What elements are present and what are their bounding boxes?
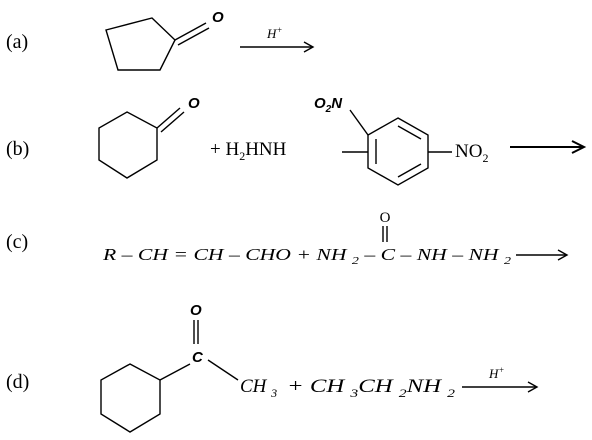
para-no2-group: NO2: [455, 141, 488, 165]
ring-carbonyl-bond: [159, 363, 191, 381]
aromatic-inner-bond-1: [397, 125, 422, 140]
label-a: (a): [6, 31, 28, 53]
reaction-a: (a) O H+: [6, 9, 315, 71]
ortho-no2-group: O2N: [314, 95, 343, 115]
oxygen-a: O: [212, 9, 224, 26]
arrow-head-a: [303, 41, 315, 53]
reaction-d: (d) C O CH 3 + CH 3CH 2NH 2 H+: [6, 302, 539, 433]
reaction-b: (b) O + H2HNH O2N NO2: [6, 95, 587, 186]
carbonyl-methyl-bond: [207, 359, 239, 381]
cyclohexanone-ring: [98, 111, 158, 179]
methyl-group-d: CH 3: [240, 376, 277, 400]
carbonyl-bond-b1: [156, 107, 181, 129]
label-c: (c): [6, 231, 28, 253]
arrow-head-d: [527, 381, 539, 393]
dinitrophenyl-ring: [367, 117, 429, 186]
arrow-head-c: [557, 249, 569, 261]
oxygen-b: O: [188, 95, 200, 112]
aromatic-inner-bond-2: [397, 163, 422, 178]
oxygen-c: O: [380, 210, 391, 226]
arrow-label-d: H+: [488, 365, 504, 381]
carbon-d: C: [192, 349, 204, 366]
oxygen-d: O: [190, 302, 202, 319]
hydrazine-reagent: + H2HNH: [210, 139, 287, 163]
cyclopentanone-ring: [105, 17, 176, 71]
label-d: (d): [6, 371, 29, 393]
ortho-no2-bond: [349, 109, 369, 136]
arrow-label-a: H+: [266, 25, 282, 41]
carbonyl-bond-a1: [174, 22, 207, 41]
arrow-head-b: [571, 140, 587, 154]
label-b: (b): [6, 138, 29, 160]
carbonyl-bond-b2: [160, 111, 185, 133]
ethylamine-reagent: + CH 3CH 2NH 2: [287, 376, 455, 400]
cyclohexyl-ring: [100, 363, 161, 433]
equation-c: R – CH = CH – CHO + NH 2 – C – NH – NH 2: [102, 245, 512, 267]
reaction-c: (c) O R – CH = CH – CHO + NH 2 – C – NH …: [6, 210, 569, 267]
carbonyl-bond-a2: [177, 27, 210, 46]
